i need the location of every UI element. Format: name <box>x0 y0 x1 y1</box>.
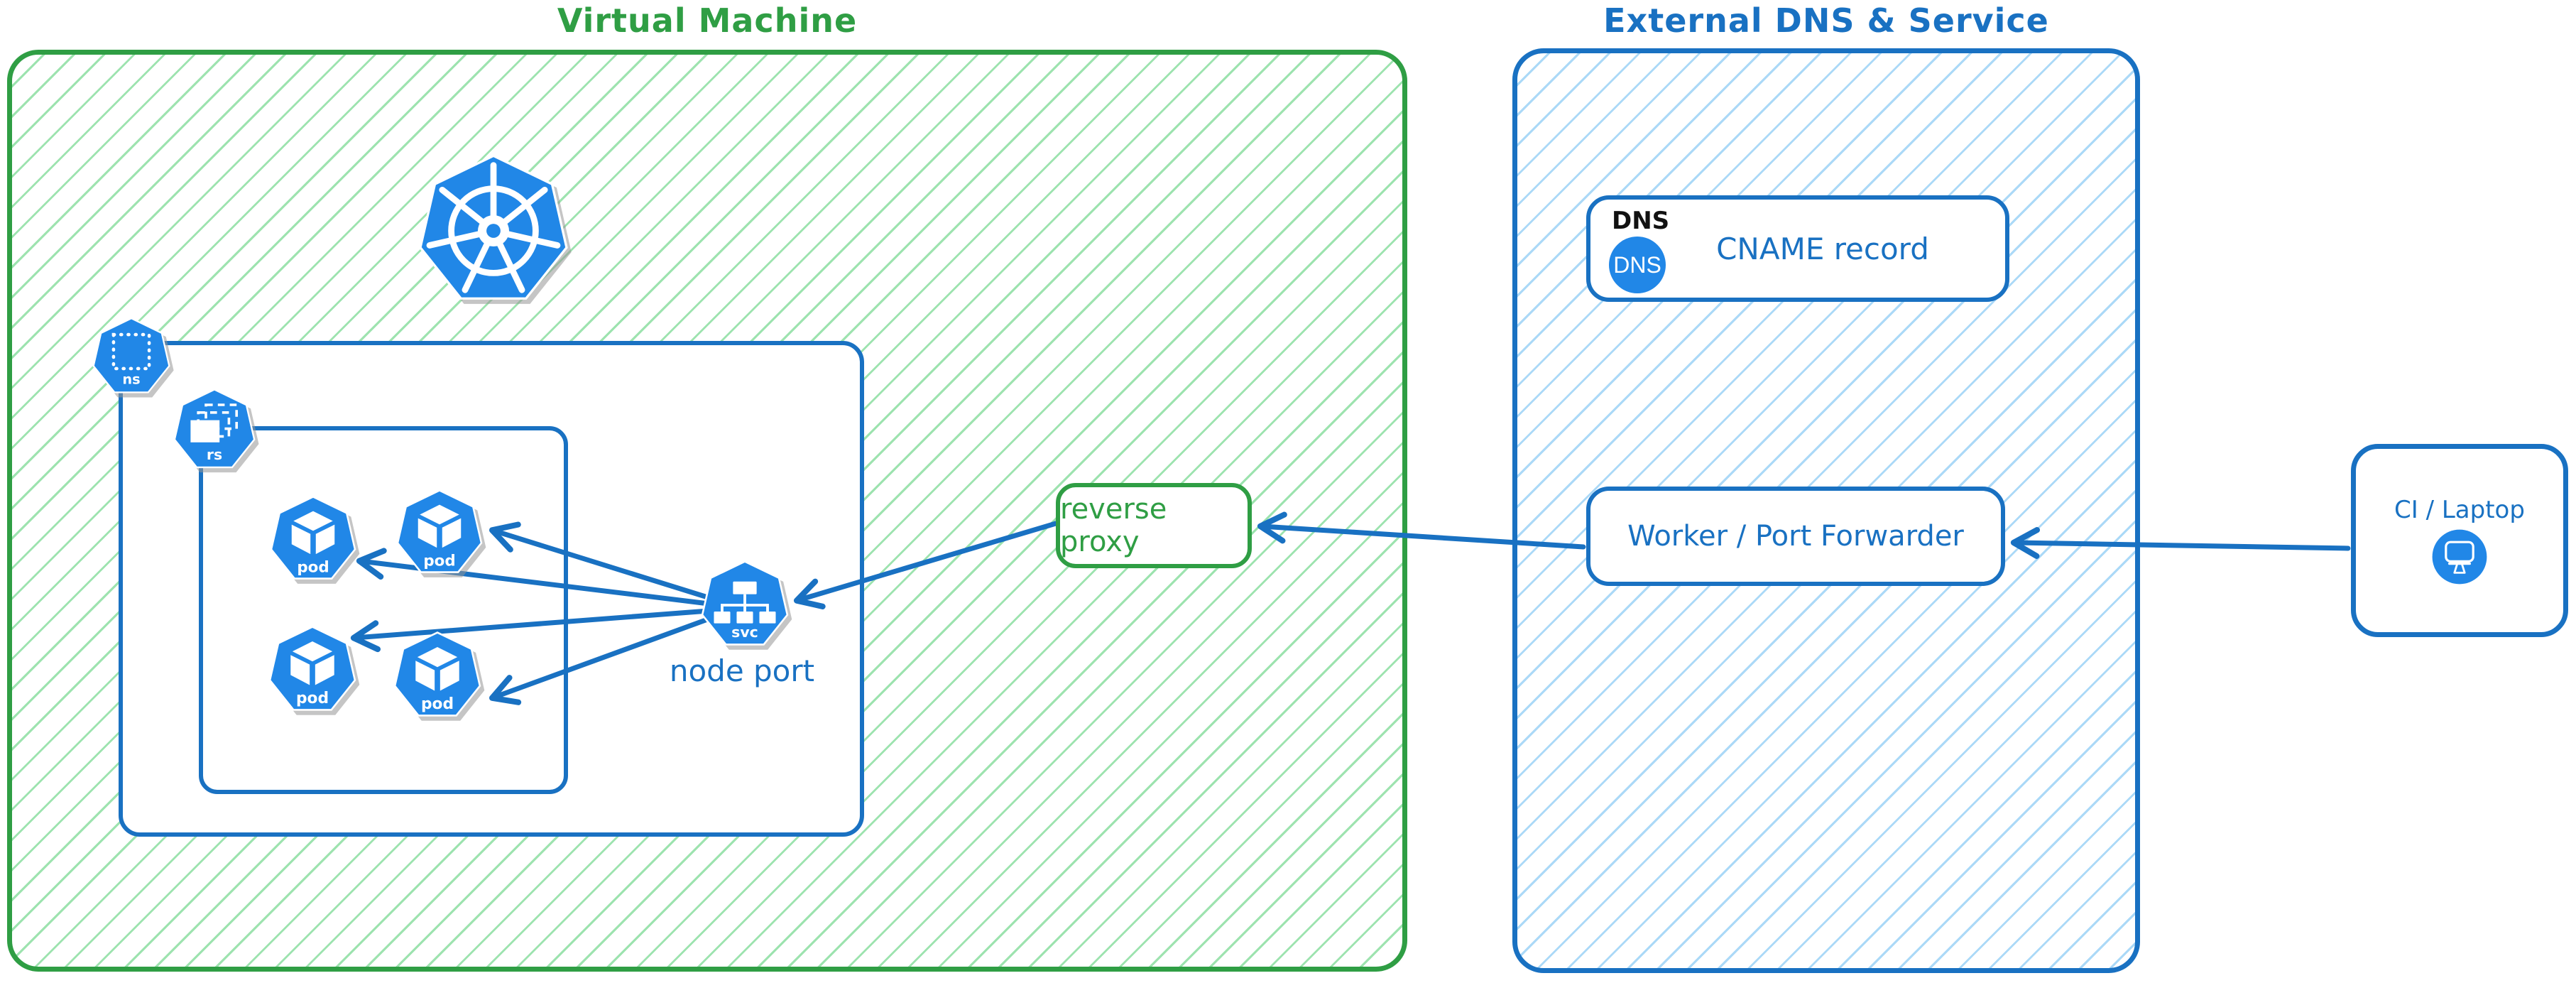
dns-badge-label: DNS <box>1613 251 1661 278</box>
pod-icon-label: pod <box>423 552 455 570</box>
ci-laptop-node: CI / Laptop <box>2351 444 2568 637</box>
namespace-icon-label: ns <box>122 371 140 388</box>
replicaset-box <box>199 426 568 794</box>
pod-icon-label: pod <box>421 695 454 713</box>
service-icon: svc <box>701 560 789 646</box>
dns-cname-card: DNS DNS CNAME record <box>1586 195 2009 302</box>
namespace-icon: ns <box>92 317 170 393</box>
ci-laptop-label: CI / Laptop <box>2394 496 2525 524</box>
replicaset-icon: rs <box>173 389 256 469</box>
vm-group-title: Virtual Machine <box>557 1 858 40</box>
pod-icon-label: pod <box>296 690 329 707</box>
external-dns-group-title: External DNS & Service <box>1603 1 2049 40</box>
pod-icon-label: pod <box>297 558 329 576</box>
replicaset-icon-label: rs <box>207 446 222 463</box>
worker-port-forwarder-label: Worker / Port Forwarder <box>1627 520 1964 553</box>
kubernetes-logo-icon <box>419 154 568 300</box>
pod-icon: pod <box>270 496 356 580</box>
worker-port-forwarder-node: Worker / Port Forwarder <box>1586 487 2005 586</box>
dns-tag-label: DNS <box>1612 207 1670 235</box>
pod-icon: pod <box>396 489 483 573</box>
pod-icon: pod <box>393 631 481 717</box>
cname-record-label: CNAME record <box>1716 231 1929 266</box>
monitor-icon <box>2432 529 2487 585</box>
pod-icon: pod <box>268 626 356 711</box>
reverse-proxy-label: reverse proxy <box>1060 493 1167 558</box>
reverse-proxy-node: reverse proxy <box>1056 483 1252 568</box>
dns-badge-icon: DNS <box>1609 237 1666 293</box>
node-port-caption: node port <box>669 653 815 688</box>
service-icon-label: svc <box>731 624 758 641</box>
